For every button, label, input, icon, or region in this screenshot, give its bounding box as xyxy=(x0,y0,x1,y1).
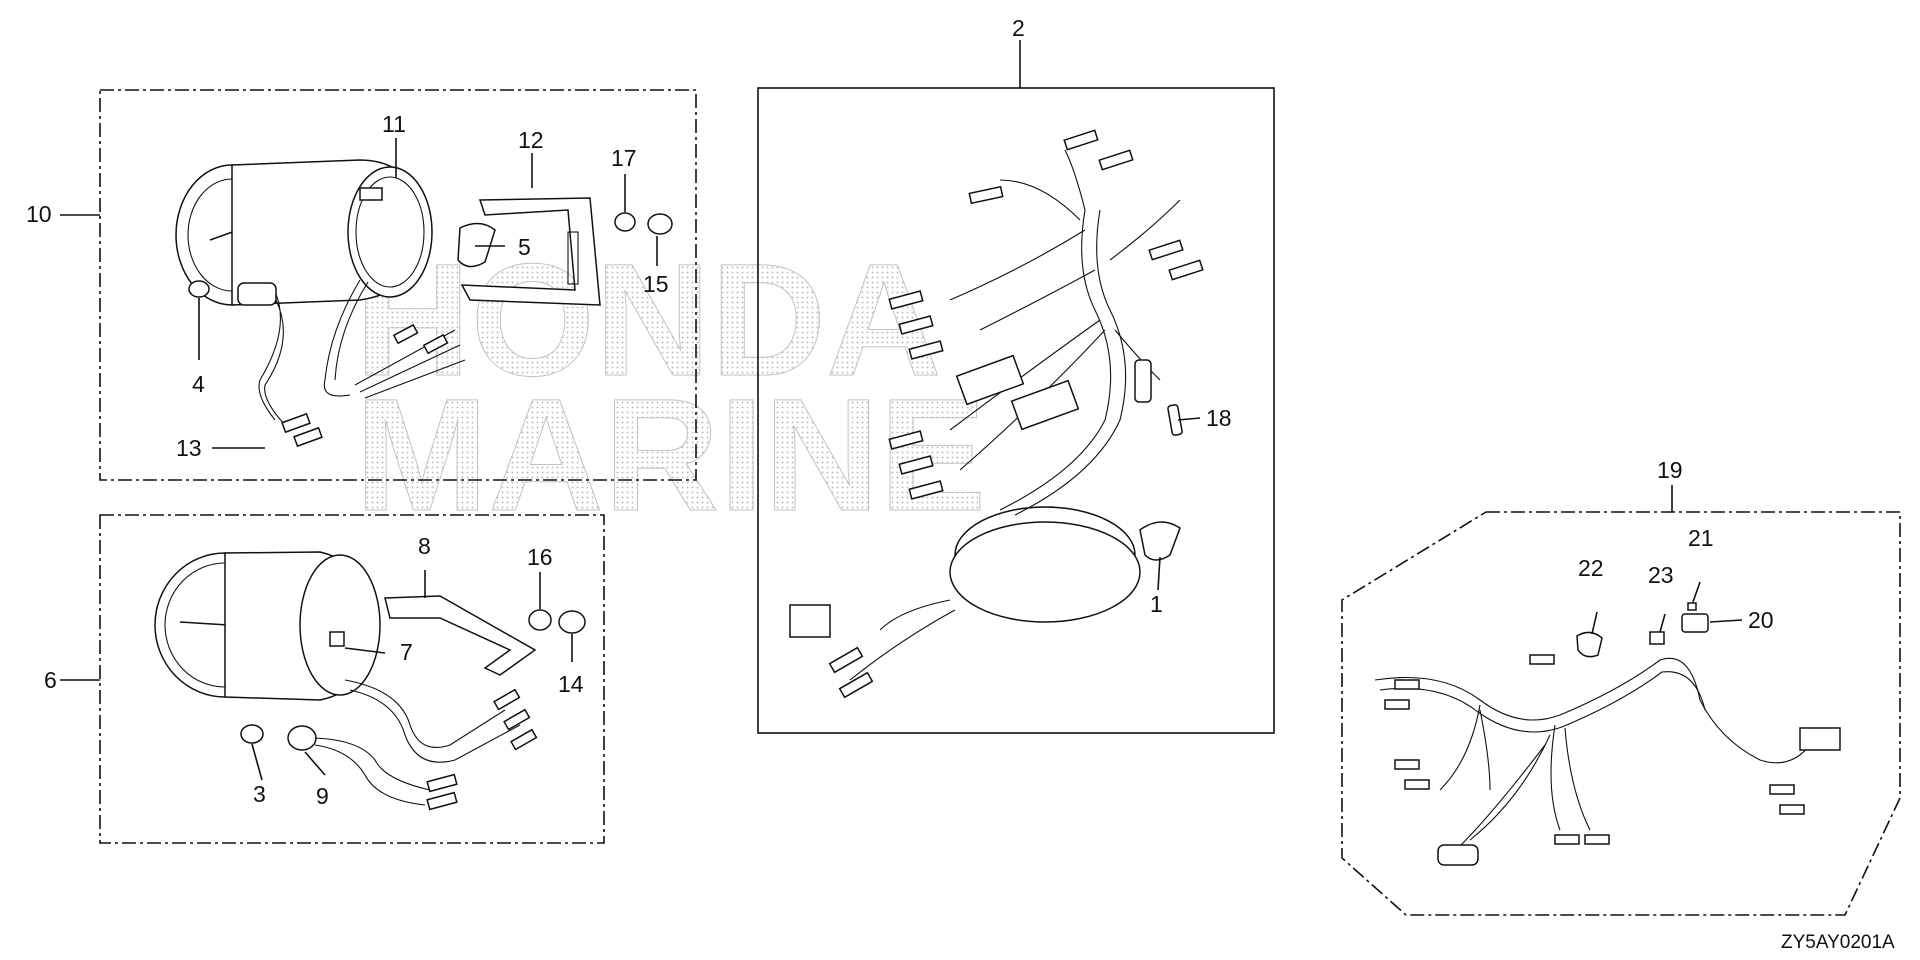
group-2-main-harness xyxy=(757,40,1275,734)
callout-8: 8 xyxy=(418,533,431,559)
nut-14 xyxy=(558,610,586,634)
callout-20: 20 xyxy=(1748,607,1774,633)
gauge-7 xyxy=(154,551,538,763)
callout-labels: 1 2 3 4 5 6 7 8 9 10 11 12 13 14 15 16 1… xyxy=(26,15,1774,809)
callout-5: 5 xyxy=(518,234,531,260)
clip-22 xyxy=(1576,631,1603,658)
relay-20 xyxy=(1681,613,1709,633)
nut-15 xyxy=(647,213,673,235)
bracket-12 xyxy=(460,197,601,306)
callout-2: 2 xyxy=(1012,15,1025,41)
callout-9: 9 xyxy=(316,783,329,809)
callout-16: 16 xyxy=(527,544,553,570)
callout-10: 10 xyxy=(26,201,52,227)
part-21 xyxy=(1687,602,1697,611)
clip-5 xyxy=(457,222,496,268)
leader-lines xyxy=(198,138,1743,781)
group-10-tachometer xyxy=(60,89,697,481)
bulb-4 xyxy=(188,280,210,298)
tachometer-gauge xyxy=(175,159,466,399)
callout-7: 7 xyxy=(400,639,413,665)
callout-4: 4 xyxy=(192,371,205,397)
main-wire-harness xyxy=(789,149,1181,681)
washer-16 xyxy=(528,609,552,631)
callout-6: 6 xyxy=(44,667,57,693)
bulb-3 xyxy=(240,724,264,744)
watermark-line-1: HONDA xyxy=(355,230,942,409)
group-6-box xyxy=(99,514,605,844)
callout-17: 17 xyxy=(611,145,637,171)
watermark: HONDA MARINE xyxy=(355,230,987,545)
callout-23: 23 xyxy=(1648,562,1674,588)
group-10-box xyxy=(99,89,697,481)
callout-21: 21 xyxy=(1688,525,1714,551)
watermark-line-2: MARINE xyxy=(355,365,986,544)
callout-3: 3 xyxy=(253,781,266,807)
bracket-8 xyxy=(384,595,537,676)
washer-17 xyxy=(614,212,636,232)
diagram-code: ZY5AY0201A xyxy=(1781,932,1895,953)
callout-22: 22 xyxy=(1578,555,1604,581)
fuse-23 xyxy=(1649,631,1665,645)
callout-18: 18 xyxy=(1206,405,1232,431)
group-2-box xyxy=(757,87,1275,734)
callout-15: 15 xyxy=(643,271,669,297)
callout-14: 14 xyxy=(558,671,584,697)
callout-11: 11 xyxy=(382,111,406,137)
bulb-socket-13 xyxy=(237,282,323,448)
group-19-box xyxy=(1341,511,1901,916)
group-19-sub-harness xyxy=(1341,485,1901,916)
callout-13: 13 xyxy=(176,435,202,461)
band-1 xyxy=(1139,521,1181,561)
sub-harness-pins xyxy=(1384,654,1805,845)
group-6-gauge xyxy=(60,514,605,844)
sub-wire-harness xyxy=(1374,657,1841,866)
bulb-socket-9 xyxy=(287,725,458,811)
connector-pins xyxy=(828,129,1204,699)
callout-19: 19 xyxy=(1657,457,1683,483)
callout-1: 1 xyxy=(1150,591,1163,617)
callout-12: 12 xyxy=(518,127,544,153)
